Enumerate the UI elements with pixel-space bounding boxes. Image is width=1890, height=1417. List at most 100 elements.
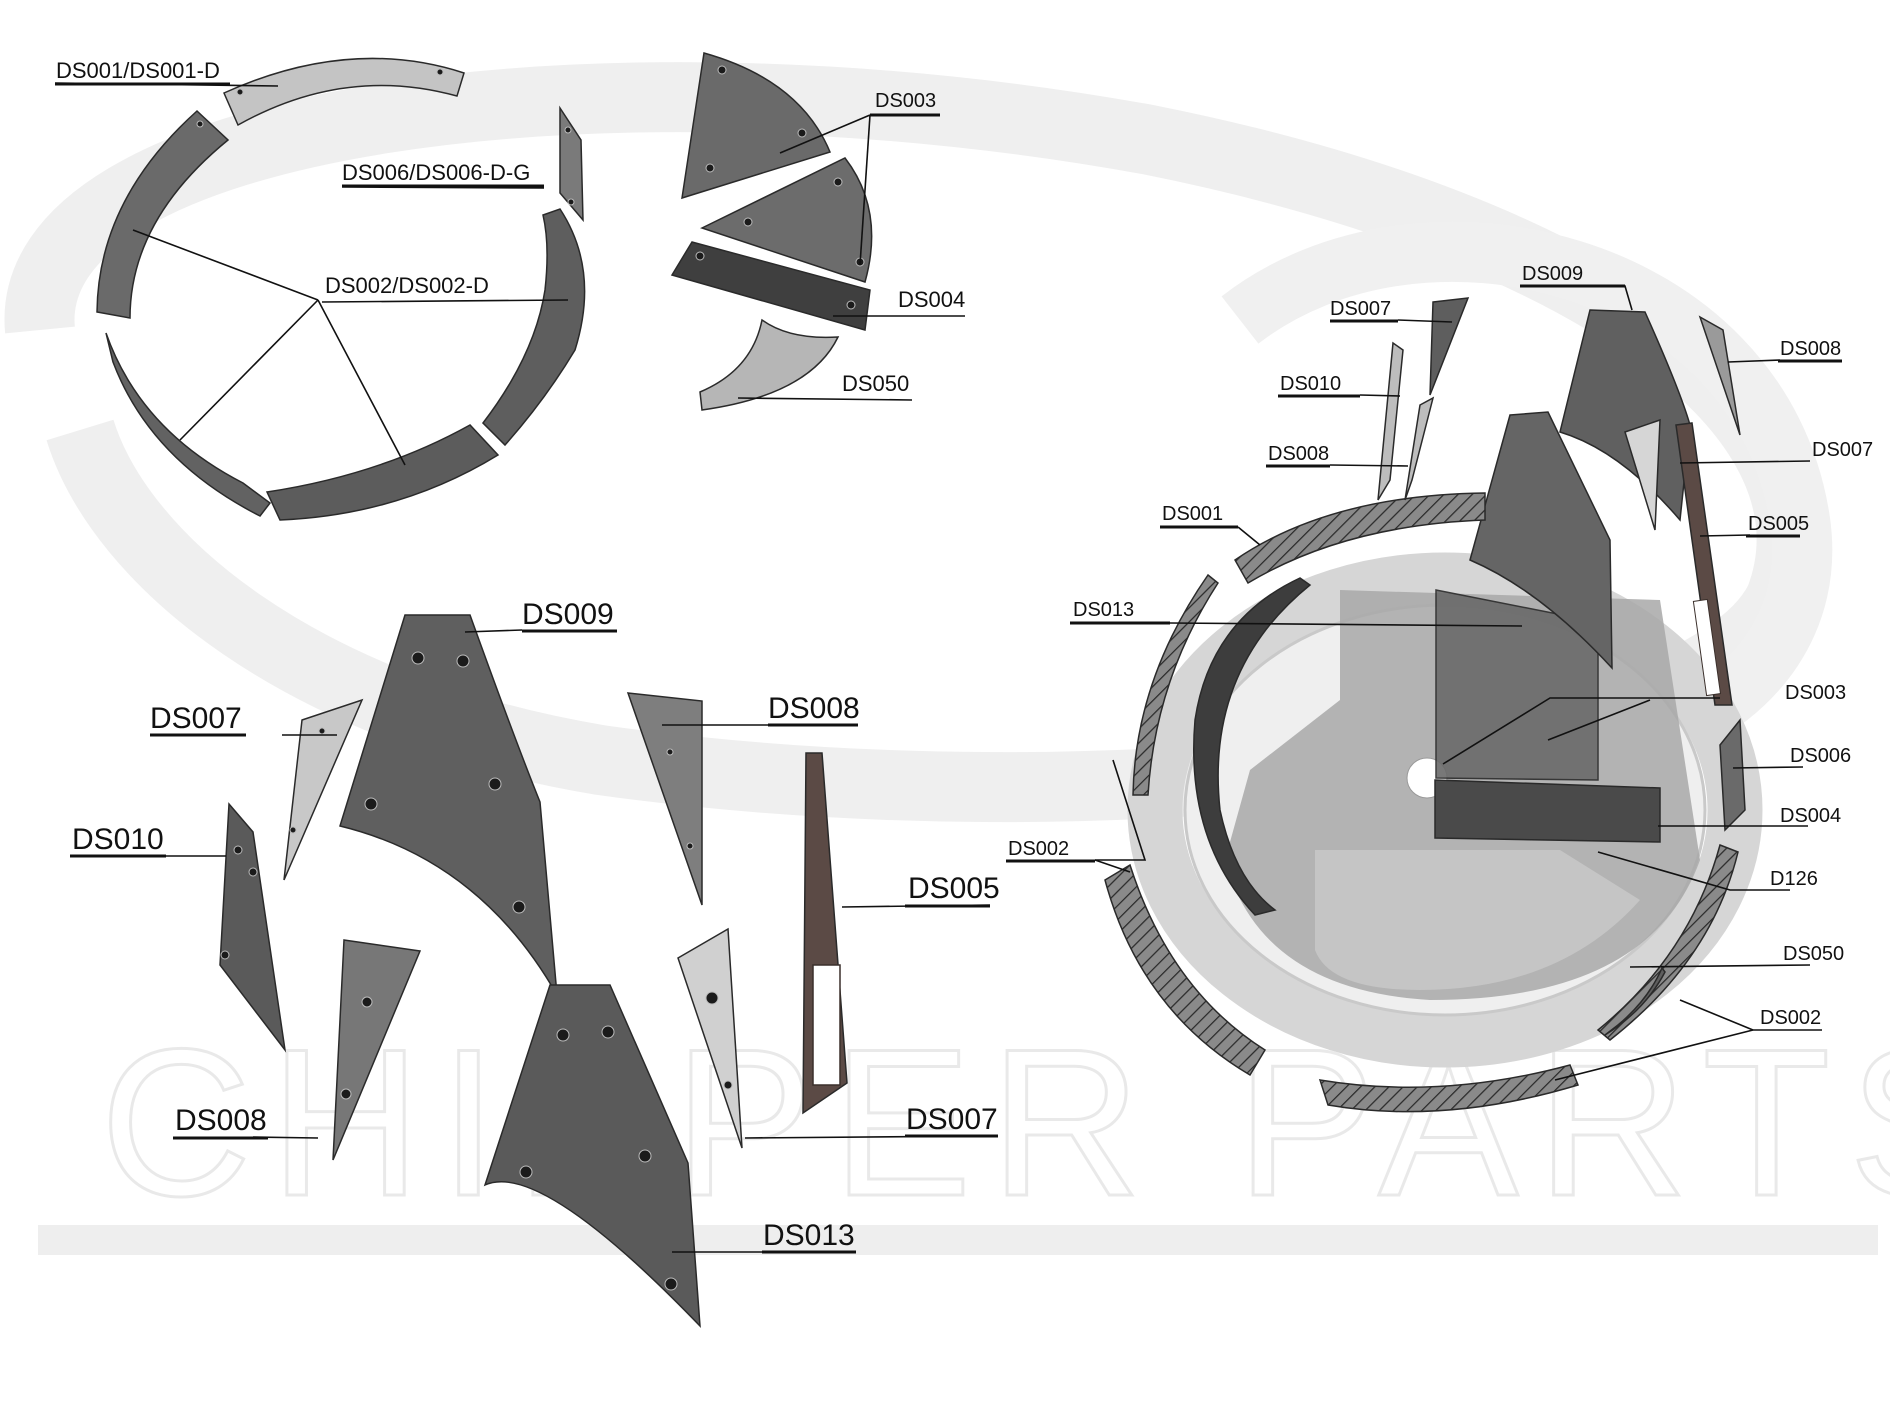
part-ds001-hatched: [1234, 492, 1486, 585]
part-ds008-left: [332, 939, 422, 1161]
part-ds002-hatched-left-lower: [1104, 863, 1267, 1077]
hole: [666, 748, 674, 756]
hole: [289, 826, 297, 834]
hole: [196, 120, 204, 128]
part-ds013: [483, 984, 701, 1329]
leader-line: [859, 114, 871, 266]
part-ds002-segment-right: [482, 208, 586, 447]
label-text: DS006/DS006-D-G: [342, 160, 530, 185]
hole: [512, 900, 526, 914]
hole: [340, 1088, 352, 1100]
part-ds002-segment-left-lower: [105, 332, 272, 517]
hole: [705, 163, 715, 173]
label-text: DS006: [1790, 745, 1851, 767]
label-text: DS002: [1760, 1007, 1821, 1029]
hole: [743, 217, 753, 227]
label-ds010-bottom-left: DS010: [70, 823, 166, 858]
label-text: DS005: [1748, 513, 1809, 535]
part-ds004-bar: [670, 241, 871, 331]
part-ds007-top: [1429, 297, 1470, 396]
part-ds010: [219, 802, 287, 1053]
part-ds004-plate: [1434, 779, 1661, 843]
label-ds008-right-right: DS008: [1778, 338, 1842, 363]
hole: [664, 1277, 678, 1291]
leader-line: [1597, 851, 1790, 891]
hole: [556, 1028, 570, 1042]
leader-line: [1359, 394, 1401, 397]
part-ds008-top-left: [1404, 396, 1435, 501]
label-ds008-right-left: DS008: [1266, 443, 1330, 468]
label-ds007-right-right: DS007: [1812, 439, 1873, 461]
hole: [318, 727, 326, 735]
label-ds009-bottom-left: DS009: [522, 598, 617, 633]
label-ds003-top-middle: DS003: [870, 90, 940, 117]
part-ds003-lower: [700, 157, 873, 283]
leader-line: [779, 114, 871, 154]
hole: [833, 177, 843, 187]
label-text: DS010: [72, 823, 164, 856]
leader-line: [1554, 1029, 1754, 1081]
hole: [638, 1149, 652, 1163]
leader-line: [1169, 622, 1523, 627]
label-ds006-right: DS006: [1790, 745, 1851, 767]
label-ds002-right-left: DS002: [1006, 838, 1095, 863]
label-text: DS013: [1073, 599, 1134, 621]
part-ds005-slot: [812, 964, 841, 1086]
label-ds050-right: DS050: [1783, 943, 1844, 965]
label-text: DS003: [875, 90, 936, 112]
part-ds003-plate: [1435, 589, 1599, 781]
label-ds002-ds002-d-top-left: DS002/DS002-D: [325, 273, 489, 298]
hole: [233, 845, 243, 855]
label-ds010-right: DS010: [1278, 373, 1360, 398]
label-ds007-bottom-left-lower: DS007: [905, 1103, 998, 1138]
hole: [705, 991, 719, 1005]
part-ds008-top-right: [1698, 315, 1741, 436]
label-text: DS008: [175, 1104, 267, 1137]
label-text: DS002/DS002-D: [325, 273, 489, 298]
leader-line: [1699, 534, 1751, 537]
label-text: DS003: [1785, 682, 1846, 704]
hole: [723, 1080, 733, 1090]
label-ds008-bottom-left-lower: DS008: [173, 1104, 268, 1140]
label-ds008-bottom-left-upper: DS008: [768, 692, 860, 727]
leader-line: [1442, 697, 1720, 765]
hole: [248, 867, 258, 877]
label-d126-right: D126: [1770, 868, 1818, 890]
label-text: DS001/DS001-D: [56, 58, 220, 83]
label-text: DS009: [1522, 263, 1583, 285]
label-ds009-right: DS009: [1520, 263, 1625, 288]
leader-line: [1095, 759, 1147, 861]
label-text: DS050: [842, 371, 909, 396]
label-text: DS002: [1008, 838, 1069, 860]
leader-line: [1679, 999, 1754, 1031]
leader-line: [1094, 859, 1131, 873]
label-ds013-bottom-left: DS013: [762, 1219, 856, 1254]
label-ds005-bottom-left: DS005: [905, 872, 1000, 908]
leader-line: [321, 299, 569, 303]
label-ds006-ds006-d-g-top-left: DS006/DS006-D-G: [342, 160, 544, 188]
watermark-text: CHIPPER PARTS: [100, 1005, 1890, 1240]
label-text: DS008: [1780, 338, 1841, 360]
part-ds002-segment-bottom: [265, 424, 500, 521]
part-ds050-right: [1604, 966, 1666, 1036]
parts-group-top-middle: [670, 52, 873, 411]
hole: [436, 68, 444, 76]
hole: [236, 88, 244, 96]
label-ds004-top-middle: DS004: [898, 287, 965, 312]
part-ds006-right: [1719, 717, 1746, 832]
hole: [695, 251, 705, 261]
leader-line: [737, 397, 913, 401]
label-text: DS050: [1783, 943, 1844, 965]
label-text: DS005: [908, 872, 1000, 905]
hole: [797, 128, 807, 138]
hole: [456, 654, 470, 668]
part-ds002-segment-left-upper: [96, 109, 230, 319]
label-text: DS010: [1280, 373, 1341, 395]
hole: [361, 996, 373, 1008]
part-ds007-light-left: [283, 698, 364, 881]
label-text: DS007: [906, 1103, 998, 1136]
leader-line: [1679, 460, 1811, 464]
label-text: DS004: [1780, 805, 1841, 827]
label-text: DS013: [763, 1219, 855, 1252]
